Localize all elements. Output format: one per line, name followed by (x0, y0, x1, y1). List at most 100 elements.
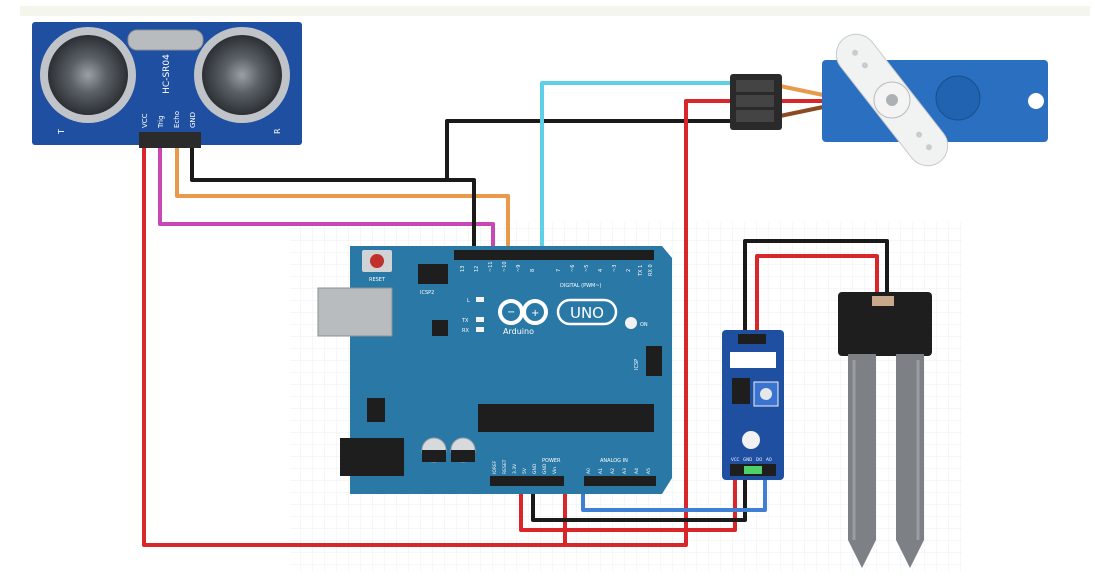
ultrasonic-edge-label-left: T (57, 129, 66, 135)
ultrasonic-model-label: HC-SR04 (162, 54, 172, 94)
on-label: ON (640, 322, 648, 328)
ultrasonic-pin-vcc: VCC (141, 113, 149, 128)
power-label: POWER (542, 458, 561, 464)
module-pin-gnd: GND (743, 457, 752, 462)
wire-red-module-vcc (519, 470, 737, 532)
power-pin-reset: RESET (502, 459, 508, 474)
analog-label: ANALOG IN (600, 458, 628, 464)
comparator-chip (732, 378, 750, 404)
digital-header (454, 250, 654, 260)
wire-black-servo-gnd (445, 119, 737, 182)
transducer-left-mesh (48, 35, 128, 115)
module-pin-ao: AO (766, 457, 772, 462)
probe-leg-right (896, 354, 924, 568)
power-pin-3v3: 3.3V (512, 463, 518, 474)
status-leds: L TX RX (461, 298, 470, 334)
led-tx (476, 317, 484, 322)
power-header (490, 476, 564, 486)
digital-label: DIGITAL (PWM~) (560, 283, 602, 289)
digital-pin-10: ~10 (502, 261, 508, 272)
servo (730, 33, 1048, 167)
digital-pin-labels: 13 12 ~11 ~10 ~9 8 7 ~6 ~5 4 ~3 2 TX 1 R… (460, 261, 654, 277)
digital-pin-11: ~11 (488, 261, 494, 272)
digital-pin-rx0: RX 0 (648, 264, 654, 276)
wire-red-ultrasonic-vcc (142, 146, 567, 547)
servo-connector-slot-2 (736, 95, 774, 107)
barrel-jack (340, 438, 404, 476)
arduino-logo-icon (498, 299, 548, 325)
analog-pin-a1: A1 (598, 468, 604, 474)
atmega328-chip (478, 404, 654, 432)
digital-pin-12: 12 (474, 266, 480, 272)
digital-pin-4: 4 (598, 269, 604, 272)
digital-pin-6: ~6 (570, 265, 576, 272)
uno-label: UNO (570, 304, 604, 322)
logo-minus: − (507, 307, 515, 318)
uno-badge (556, 298, 618, 326)
wires (142, 81, 889, 547)
module-pin-labels: VCC GND DO AO (731, 457, 772, 462)
servo-connector-slot-3 (736, 110, 774, 122)
digital-pin-3: ~3 (612, 265, 618, 272)
icsp2-header (418, 264, 448, 284)
wire-red-module-probe (755, 254, 879, 338)
led-label-l: L (467, 298, 470, 304)
brand-label: Arduino (503, 327, 534, 336)
servo-connector-slot-1 (736, 80, 774, 92)
digital-pin-7: 7 (556, 269, 562, 272)
soil-probe-icon (838, 292, 932, 356)
reset-button-cap (370, 254, 384, 268)
voltage-regulator (367, 398, 385, 422)
ultrasonic-pin-labels: VCC Trig Echo GND (141, 111, 197, 129)
icsp-side-label: ICSP (634, 359, 640, 370)
wire-black-ultrasonic-gnd (190, 146, 476, 257)
wire-cyan-servo-signal (540, 81, 737, 257)
led-l (476, 297, 484, 302)
digital-pin-8: 8 (530, 269, 536, 272)
analog-pin-a5: A5 (646, 468, 652, 474)
power-pin-vin: Vin (552, 467, 558, 474)
ultrasonic-header (139, 132, 201, 148)
top-strip (20, 6, 1090, 16)
ultrasonic-pin-echo: Echo (173, 111, 181, 128)
wire-orange-echo (175, 146, 510, 257)
soil-probe (838, 292, 932, 568)
logo-plus: + (531, 308, 539, 319)
analog-pin-labels: A0 A1 A2 A3 A4 A5 (586, 468, 652, 474)
module-pin-vcc: VCC (731, 457, 740, 462)
potentiometer-knob (760, 388, 772, 400)
module-top-header (738, 334, 766, 344)
servo-lead-orange (778, 84, 830, 98)
module-mount-hole (742, 431, 760, 449)
analog-header (584, 476, 656, 486)
capacitor-2-base (451, 450, 475, 462)
icsp2-label: ICSP2 (420, 290, 434, 296)
atmega16u2-chip (432, 320, 448, 336)
probe-leg-left (848, 354, 876, 568)
power-pin-ioref: IOREF (492, 460, 498, 474)
servo-mount-hole (1028, 93, 1044, 109)
digital-pin-9: ~9 (516, 265, 522, 272)
ultrasonic-pin-trig: Trig (157, 115, 165, 129)
power-pin-5v: 5V (522, 467, 528, 474)
ultrasonic-edge-label-right: R (273, 128, 282, 134)
servo-lead-brown (778, 104, 830, 118)
analog-pin-a4: A4 (634, 468, 640, 474)
servo-gear-housing (935, 75, 981, 121)
module-pins-left (730, 352, 776, 368)
on-led (625, 317, 637, 329)
arduino-board: RESET ICSP2 13 12 ~11 ~10 ~9 8 7 ~6 ~5 4… (317, 246, 672, 494)
digital-pin-13: 13 (460, 266, 466, 272)
wire-black-module-gnd (531, 470, 747, 522)
wire-red-servo-power (563, 99, 737, 547)
digital-pin-2: 2 (626, 269, 632, 272)
analog-pin-a0: A0 (586, 468, 592, 474)
led-rx (476, 327, 484, 332)
probe-connector (872, 296, 894, 306)
reset-label: RESET (369, 277, 386, 283)
ultrasonic-sensor: HC-SR04 T R VCC Trig Echo GND (32, 22, 302, 148)
module-power-led (744, 466, 762, 474)
digital-pin-tx1: TX 1 (638, 265, 644, 277)
servo-screw (886, 94, 898, 106)
